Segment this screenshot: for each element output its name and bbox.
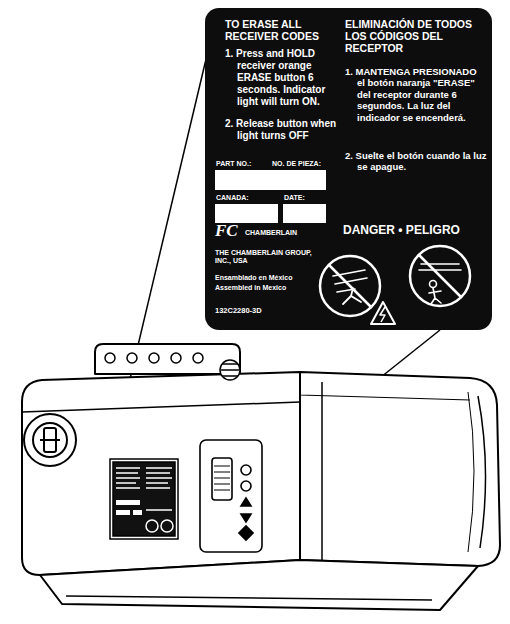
instruction-label: TO ERASE ALL RECEIVER CODES 1. Press and … xyxy=(205,8,492,330)
opener-housing xyxy=(66,596,432,600)
control-panel xyxy=(200,440,262,552)
gear-knob xyxy=(221,364,239,376)
small-warning-label xyxy=(110,459,178,539)
warning-circle xyxy=(320,256,380,316)
warning-circle xyxy=(419,264,461,270)
small-warning-label xyxy=(161,520,173,532)
field-heading: PART NO.: xyxy=(216,160,272,168)
gear-knob xyxy=(220,360,240,380)
instruction-step: 1. Press and HOLD receiver orange ERASE … xyxy=(225,48,343,108)
warning-circle xyxy=(410,246,470,306)
label-heading: ELIMINACIÓN DE TODOS LOS CÓDIGOS DEL REC… xyxy=(345,18,487,54)
mounting-hole xyxy=(105,353,115,363)
control-panel xyxy=(200,440,262,552)
small-warning-label xyxy=(116,500,140,505)
mounting-hole xyxy=(127,353,137,363)
opener-housing xyxy=(22,372,300,575)
opener-housing xyxy=(478,396,486,548)
shock-hazard-triangle xyxy=(371,302,395,324)
date-field: DATE: xyxy=(283,204,326,223)
opener-housing xyxy=(40,560,478,610)
canada-field: CANADA: xyxy=(215,204,278,223)
brand-name: CHAMBERLAIN xyxy=(245,229,325,237)
mounting-hole xyxy=(193,353,203,363)
light-socket xyxy=(40,439,60,441)
opener-housing xyxy=(22,402,300,412)
control-panel xyxy=(241,481,251,491)
label-heading: TO ERASE ALL RECEIVER CODES xyxy=(225,18,340,42)
warning-circle xyxy=(333,270,367,292)
light-socket xyxy=(24,414,76,466)
small-warning-label xyxy=(146,520,158,532)
light-socket xyxy=(33,423,67,457)
control-panel xyxy=(239,526,253,540)
warning-circle xyxy=(410,246,470,306)
small-warning-label xyxy=(110,459,178,539)
part-code: 132C2280-3D xyxy=(215,306,315,315)
control-panel xyxy=(241,465,251,475)
opener-housing xyxy=(468,392,474,552)
instruction-step: 2. Release button when light turns OFF xyxy=(225,118,343,142)
control-panel xyxy=(214,466,230,490)
small-warning-label xyxy=(113,462,175,536)
instruction-step: 1. MANTENGA PRESIONADO el botón naranja … xyxy=(345,66,487,123)
part-number-field: PART NO.:NO. DE PIEZA: xyxy=(215,170,326,190)
warning-circle xyxy=(343,288,361,304)
assembly-note: Ensamblado en México xyxy=(215,274,315,282)
control-panel xyxy=(241,498,251,506)
control-panel xyxy=(241,514,251,522)
company-name: THE CHAMBERLAIN GROUP, INC., USA xyxy=(215,249,315,266)
small-warning-label xyxy=(133,510,142,515)
mounting-hole xyxy=(105,353,203,363)
field-heading: CANADA: xyxy=(216,194,276,202)
danger-heading: DANGER • PELIGRO xyxy=(343,224,483,237)
warning-circle xyxy=(429,288,441,304)
opener-housing xyxy=(300,372,470,400)
opener-housing xyxy=(22,344,500,610)
field-heading: NO. DE PIEZA: xyxy=(272,160,332,168)
small-warning-label xyxy=(116,510,130,515)
mounting-hole xyxy=(149,353,159,363)
opener-housing xyxy=(321,382,323,561)
small-warning-label xyxy=(146,509,172,511)
field-heading: DATE: xyxy=(284,194,329,202)
shock-hazard-triangle xyxy=(371,302,395,324)
warning-circle xyxy=(329,265,371,307)
warning-circle xyxy=(430,281,437,288)
opener-housing xyxy=(300,372,500,566)
fcc-logo: FC xyxy=(215,222,245,239)
mounting-hole xyxy=(171,353,181,363)
light-socket xyxy=(24,414,76,466)
assembly-note: Assembled in Mexico xyxy=(215,284,315,292)
gear-knob xyxy=(220,360,240,380)
instruction-step: 2. Suelte el botón cuando la luz se apag… xyxy=(345,150,487,173)
opener-housing xyxy=(95,344,240,374)
small-warning-label xyxy=(116,468,172,488)
warning-circle xyxy=(320,256,380,316)
shock-hazard-triangle xyxy=(380,307,385,322)
control-panel xyxy=(212,458,232,500)
